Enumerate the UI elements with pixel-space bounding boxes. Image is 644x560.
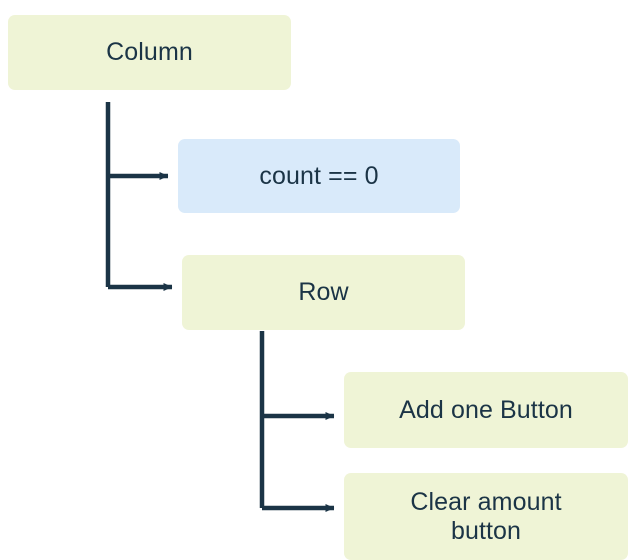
edge-column-count — [105, 102, 169, 180]
node-count-condition-label: count == 0 — [259, 161, 379, 190]
node-add-one-button[interactable]: Add one Button — [344, 372, 628, 448]
edge-row-clear — [259, 416, 335, 512]
edge-column-row — [105, 176, 173, 291]
edge-row-addone — [259, 331, 335, 420]
node-row-label: Row — [298, 278, 349, 306]
node-column-label: Column — [106, 38, 193, 66]
node-row[interactable]: Row — [182, 255, 465, 330]
node-clear-amount-button-label: Clear amount button — [410, 487, 562, 545]
node-column[interactable]: Column — [8, 15, 291, 90]
node-clear-amount-button[interactable]: Clear amount button — [344, 473, 628, 560]
node-add-one-button-label: Add one Button — [399, 395, 573, 424]
node-count-condition[interactable]: count == 0 — [178, 139, 460, 213]
